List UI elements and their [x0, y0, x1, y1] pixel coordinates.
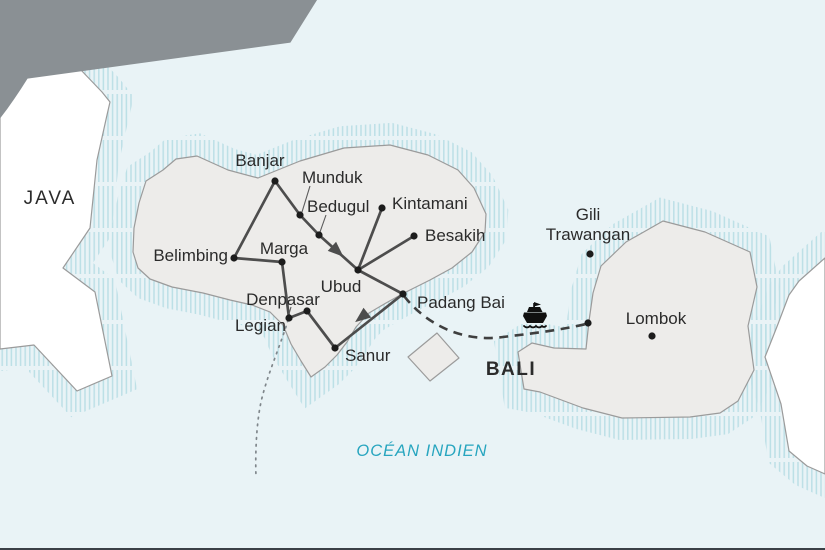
city-label-legian: Legian [235, 316, 286, 335]
city-label-denpasar: Denpasar [246, 290, 320, 309]
city-label-besakih: Besakih [425, 226, 485, 245]
route-segment-legian-marga [280, 260, 291, 320]
city-dot-padang-bai [399, 290, 407, 298]
city-label-ubud: Ubud [321, 277, 362, 296]
city-label-munduk: Munduk [302, 168, 363, 187]
city-dot-sanur [331, 344, 339, 352]
city-dot-bedugul [315, 231, 323, 239]
route-segment-banjar-munduk [273, 179, 302, 217]
island-lombok [517, 220, 758, 419]
city-dot-banjar [271, 177, 279, 185]
city-dot-besakih [410, 232, 418, 240]
ocean-indien-label: OCÉAN INDIEN [356, 441, 487, 460]
route-segment-belimbing-banjar [232, 179, 277, 260]
city-dot-munduk [296, 211, 304, 219]
route-arrow-1 [327, 241, 344, 257]
city-dot-kintamani [378, 204, 386, 212]
city-dot-legian [285, 314, 293, 322]
ferry-route-line [402, 295, 587, 340]
route-lines [232, 179, 416, 350]
island-sumbawa [764, 257, 825, 475]
java-label: JAVA [24, 188, 77, 209]
city-dot-ubud [354, 266, 362, 274]
island-nusa-penida [407, 332, 460, 382]
leader-line-denpasar [288, 306, 292, 315]
flight-route-line [254, 319, 289, 478]
city-label-belimbing: Belimbing [153, 246, 228, 265]
map-bottom-border [0, 548, 825, 550]
island-bali [132, 144, 487, 378]
route-segment-ubud-padang-bai [356, 268, 405, 296]
route-segment-sanur-denpasar [305, 309, 337, 350]
route-segment-ubud-besakih [356, 234, 416, 272]
city-label-sanur: Sanur [345, 346, 391, 365]
city-label-kintamani: Kintamani [392, 194, 468, 213]
city-label-padang-bai: Padang Bai [417, 293, 505, 312]
city-dot-gili-trawangan [586, 250, 594, 258]
city-markers [230, 177, 656, 352]
city-dot-lombok-city [648, 332, 656, 340]
city-label-banjar: Banjar [235, 151, 284, 170]
city-dot-belimbing [230, 254, 238, 262]
city-label-bedugul: Bedugul [307, 197, 369, 216]
route-segment-ubud-kintamani [356, 206, 384, 272]
route-segment-padang-bai-sanur [333, 292, 405, 350]
city-label-marga: Marga [260, 239, 309, 258]
leader-line-munduk [301, 185, 311, 213]
city-dot-lombok-port [584, 319, 592, 327]
city-dot-denpasar [303, 307, 311, 315]
route-arrow-2 [355, 307, 372, 323]
city-label-lombok-city: Lombok [626, 309, 687, 328]
route-segment-marga-belimbing [232, 256, 284, 264]
city-leader-lines [288, 185, 327, 315]
route-direction-arrows [327, 241, 372, 323]
city-dot-marga [278, 258, 286, 266]
ferry-icon [523, 302, 547, 329]
route-segment-munduk-bedugul [298, 213, 321, 237]
leader-line-bedugul [319, 214, 327, 233]
bali-label: BALI [486, 359, 536, 380]
